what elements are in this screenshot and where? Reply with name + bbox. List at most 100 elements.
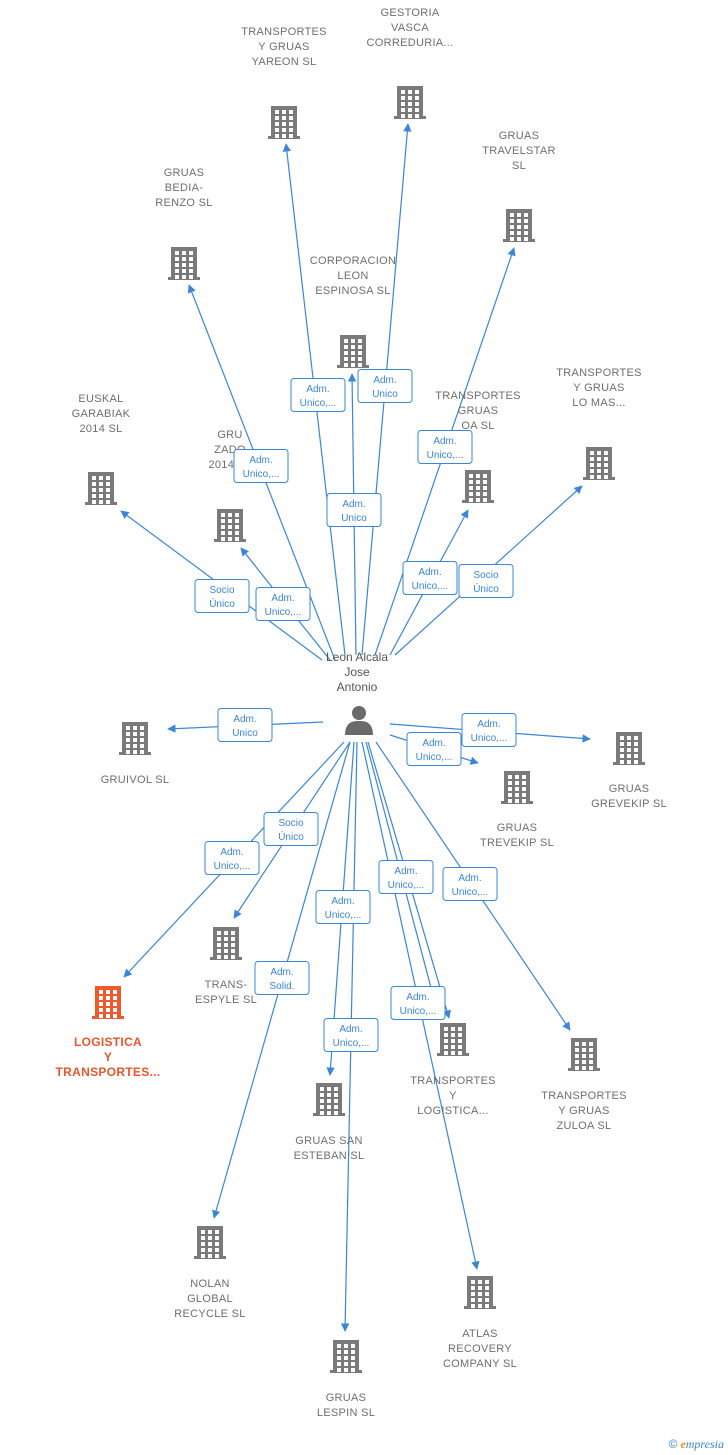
company-label-line: GRU [217, 429, 242, 441]
company-node-translogistica[interactable]: TRANSPORTESYLOGISTICA... [410, 1023, 496, 1117]
edge-label-text: Unico,... [300, 398, 337, 409]
edge-label-bediarenzo[interactable]: Adm.Unico,... [233, 449, 289, 483]
company-label-line: BEDIA- [165, 182, 204, 194]
brand-logo-text: mpresia [685, 1437, 724, 1451]
company-label-line: GRUAS [497, 822, 538, 834]
edge-label-box [204, 841, 260, 875]
edge-label-text: Adm. [271, 593, 294, 604]
edge-label-text: Adm. [342, 499, 365, 510]
company-label-line: GREVEKIP SL [591, 798, 667, 810]
edge-label-text: Unico,... [325, 910, 362, 921]
edge-label-text: Adm. [233, 714, 256, 725]
company-label-line: GRUAS [499, 130, 540, 142]
edge-label-text: Unico,... [452, 887, 489, 898]
edge-label-logistica[interactable]: Adm.Unico,... [204, 841, 260, 875]
company-label-line: Y [449, 1090, 457, 1102]
edge-label-text: Unico [232, 728, 258, 739]
edge-label-corporacion[interactable]: Adm.Unico [326, 493, 382, 527]
edge-label-text: Adm. [270, 967, 293, 978]
building-icon [462, 470, 494, 503]
edge-label-box [217, 708, 273, 742]
company-node-gruivol[interactable]: GRUIVOL SL [101, 722, 170, 786]
edge-label-box [315, 890, 371, 924]
company-label-line: GRUAS [164, 167, 205, 179]
edge-labels-layer: Adm.Unico,...Adm.UnicoAdm.Unico,...Adm.U… [194, 369, 517, 1052]
edge-label-atlas[interactable]: Adm.Unico,... [390, 986, 446, 1020]
edge-label-box [263, 812, 319, 846]
building-icon [568, 1038, 600, 1071]
edge-label-box [390, 986, 446, 1020]
edge-label-text: Unico,... [427, 450, 464, 461]
edge-label-box [326, 493, 382, 527]
building-icon [168, 247, 200, 280]
company-label-line: GLOBAL [187, 1293, 233, 1305]
building-icon [501, 771, 533, 804]
person-icon [345, 706, 373, 735]
edge-label-grevekip[interactable]: Adm.Unico,... [461, 713, 517, 747]
edge-label-box [290, 378, 346, 412]
company-node-transespyle[interactable]: TRANS-ESPYLE SL [195, 927, 257, 1006]
company-label-line: TREVEKIP SL [480, 837, 554, 849]
edge-label-transzuloa2[interactable]: Adm.Unico,... [402, 561, 458, 595]
edge-label-box [233, 449, 289, 483]
edge-label-trevekip[interactable]: Adm. Unico,... [406, 732, 462, 766]
edge-label-text: Adm. [220, 847, 243, 858]
edge-label-box [417, 430, 473, 464]
company-label-line: ESTEBAN SL [294, 1150, 365, 1162]
company-label-line: TRANSPORTES... [56, 1065, 161, 1079]
edge-label-nolan[interactable]: Adm.Solid. [254, 961, 310, 995]
building-icon [210, 927, 242, 960]
building-icon [92, 986, 124, 1019]
edge-label-translogistica[interactable]: Adm.Unico,... [378, 860, 434, 894]
company-label-line: GARABIAK [72, 408, 131, 420]
building-icon [394, 86, 426, 119]
edge-label-zadorra[interactable]: Adm.Unico,... [255, 587, 311, 621]
edge-label-travelstar[interactable]: Adm.Unico,... [417, 430, 473, 464]
company-label-line: CORREDURIA... [366, 37, 453, 49]
brand-logo-e: e [680, 1437, 686, 1451]
edge-label-lespin[interactable]: Adm.Unico,... [323, 1018, 379, 1052]
edge-label-box [323, 1018, 379, 1052]
company-label-line: LEON [337, 270, 368, 282]
company-node-bediarenzo[interactable]: GRUAS BEDIA- RENZO SL [155, 167, 212, 280]
edge-label-yareon[interactable]: Adm.Unico,... [290, 378, 346, 412]
company-label-line: GESTORIA [380, 7, 439, 19]
company-label-line: TRANSPORTES [241, 26, 327, 38]
edge-label-gruivol[interactable]: Adm. Unico [217, 708, 273, 742]
edge-label-text: Adm. [422, 738, 445, 749]
edge-label-text: Único [209, 597, 235, 610]
building-icon [337, 335, 369, 368]
edge-label-box [461, 713, 517, 747]
company-node-trevekip[interactable]: GRUAS TREVEKIP SL [480, 771, 554, 849]
edge-label-zuloa[interactable]: Adm.Unico,... [442, 867, 498, 901]
company-node-logistica[interactable]: LOGISTICAYTRANSPORTES... [56, 986, 161, 1079]
company-node-gestoria[interactable]: GESTORIAVASCACORREDURIA... [366, 7, 453, 119]
person-label-line: Jose [344, 665, 370, 679]
company-label-line: OA SL [461, 420, 494, 432]
edge-label-text: Unico,... [412, 581, 449, 592]
company-label-line: RENZO SL [155, 197, 212, 209]
edge-label-text: Unico,... [416, 752, 453, 763]
edge-label-text: Socio [473, 570, 498, 581]
company-label-line: TRANSPORTES [410, 1075, 496, 1087]
edge-label-gestoria[interactable]: Adm.Unico [357, 369, 413, 403]
edge-label-sanesteban[interactable]: Adm.Unico,... [315, 890, 371, 924]
